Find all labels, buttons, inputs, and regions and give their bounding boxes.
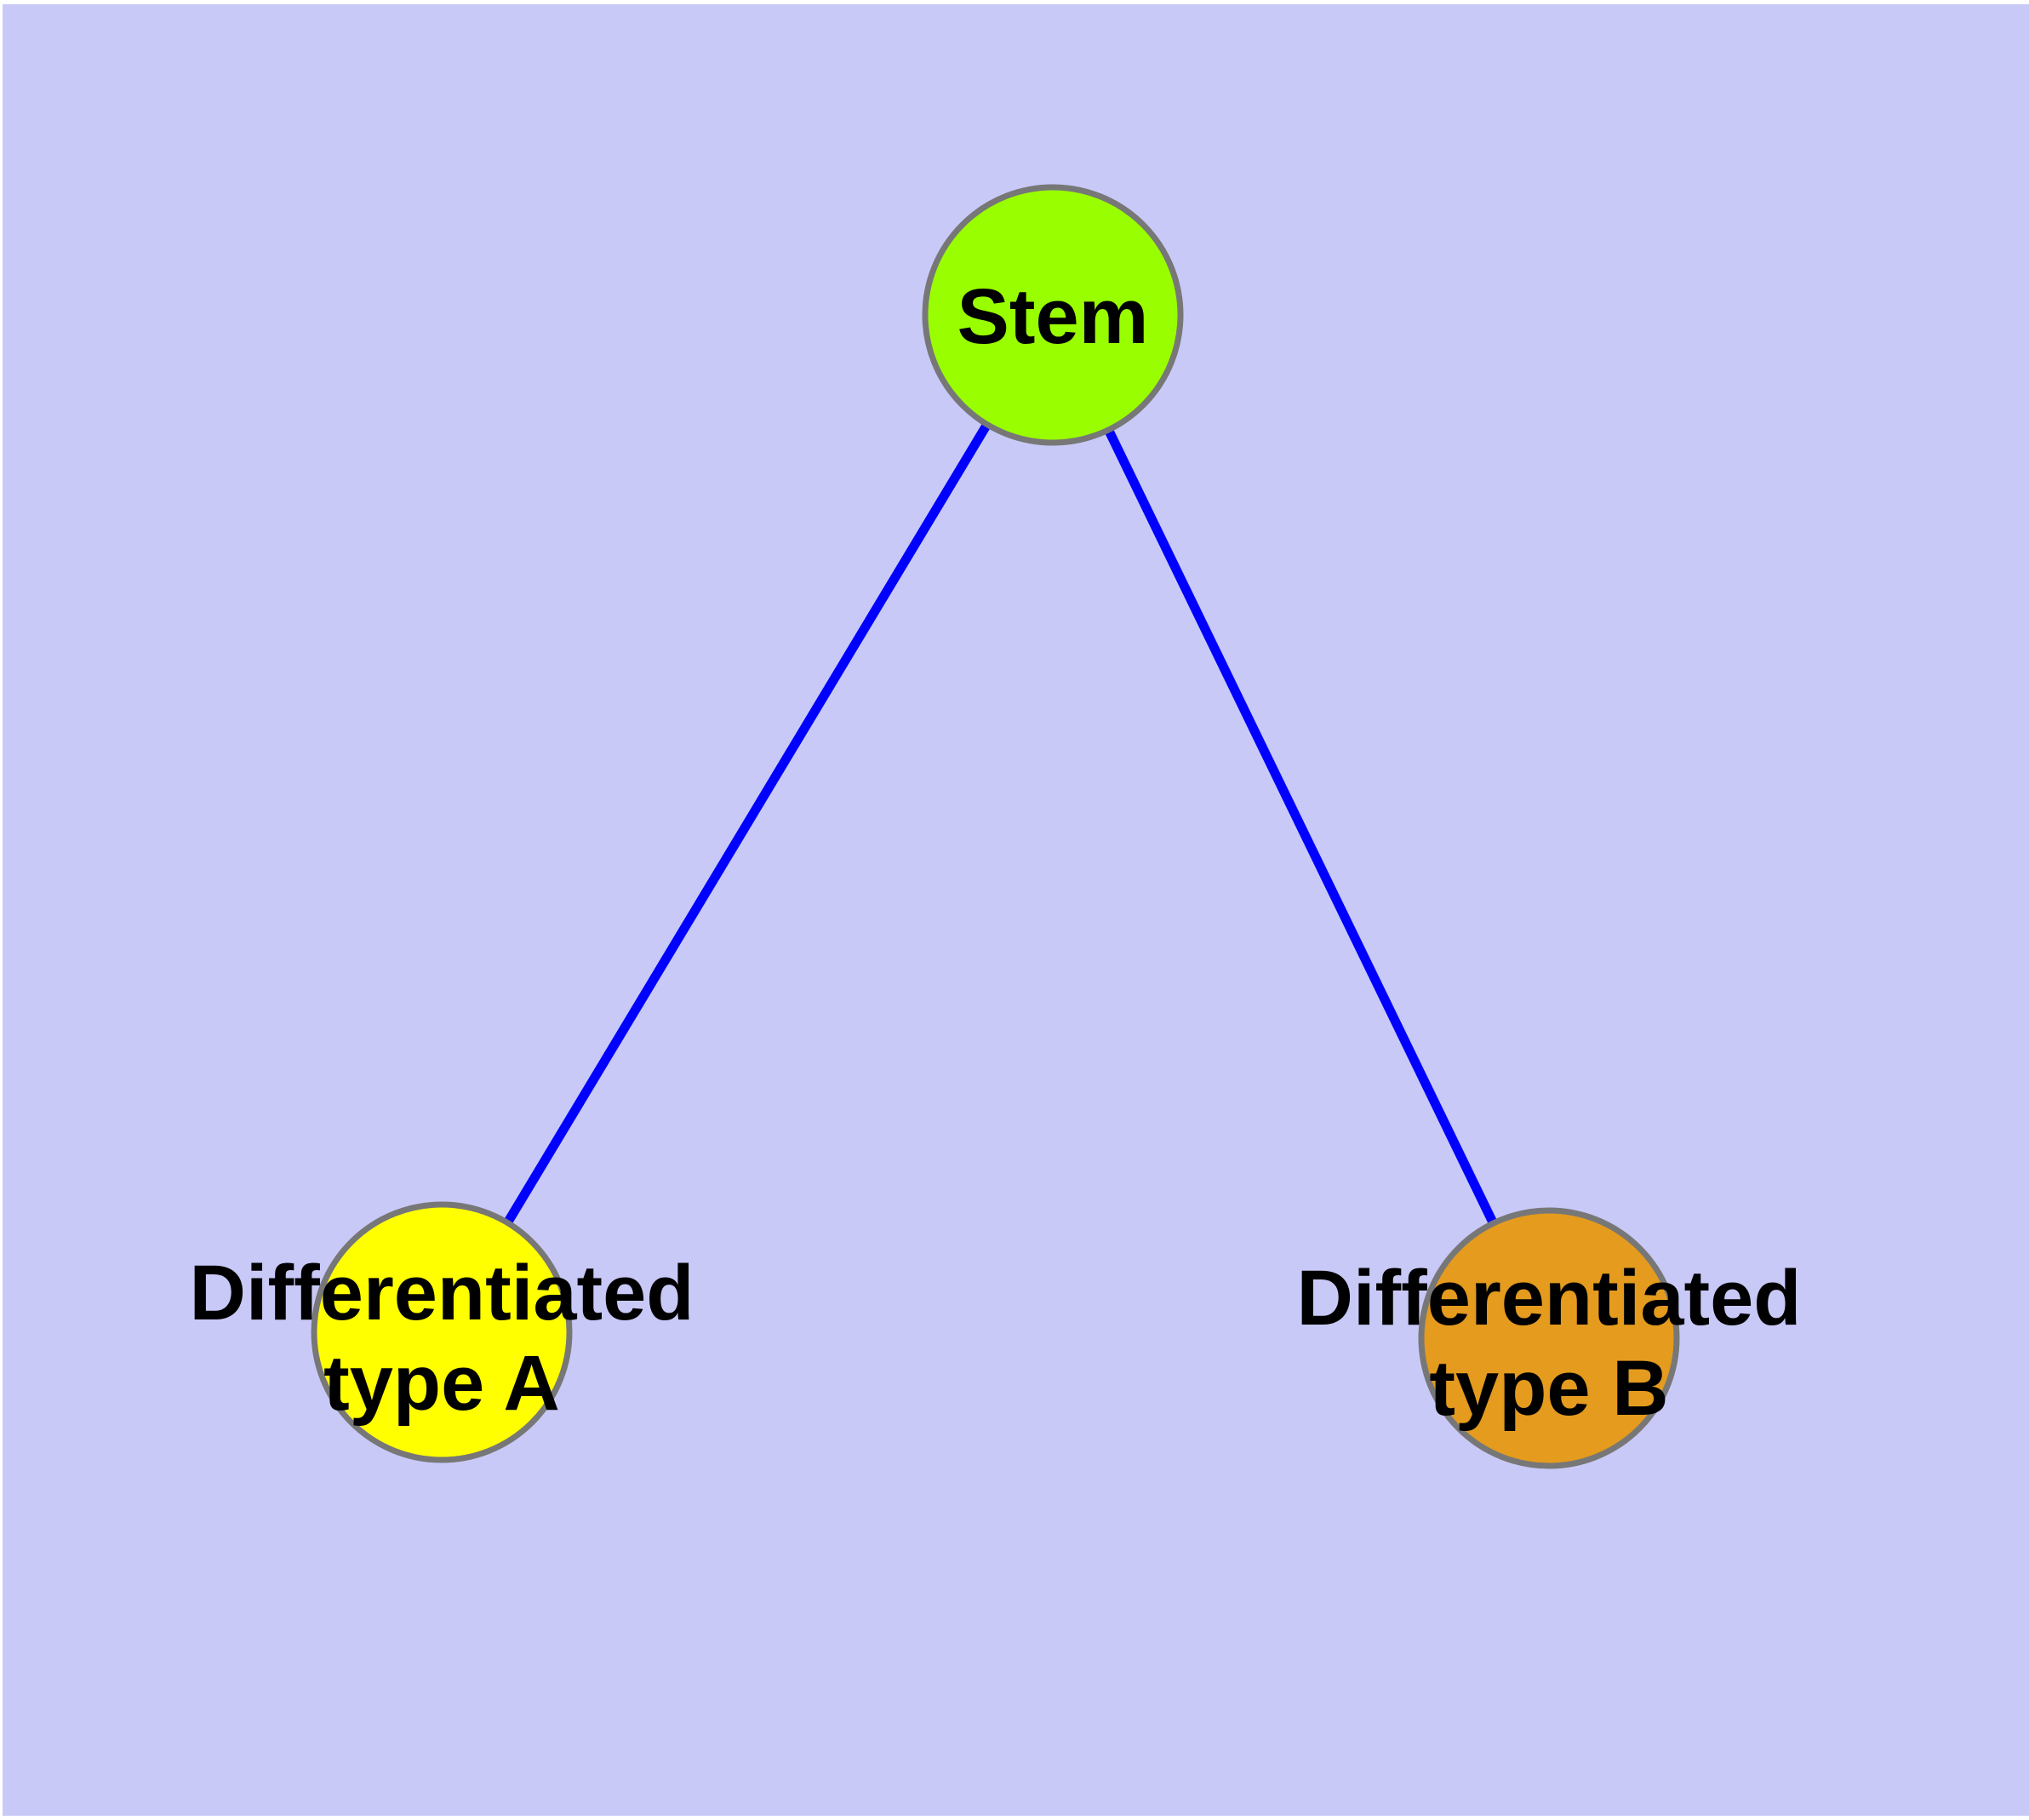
node-stem-label: Stem — [957, 273, 1149, 360]
node-type-a-label-line1: Differentiated — [190, 1250, 694, 1336]
node-type-a-circle — [311, 1201, 573, 1463]
edge-stem-to-type-b — [1049, 312, 1553, 1341]
node-type-b-circle — [1418, 1207, 1680, 1469]
node-type-b-label-line1: Differentiated — [1297, 1255, 1802, 1342]
node-type-b-label-line2: type B — [1429, 1345, 1668, 1432]
node-type-a-label-line2: type A — [323, 1340, 560, 1427]
node-stem-circle — [922, 184, 1184, 446]
edge-stem-to-type-a — [437, 312, 1057, 1335]
